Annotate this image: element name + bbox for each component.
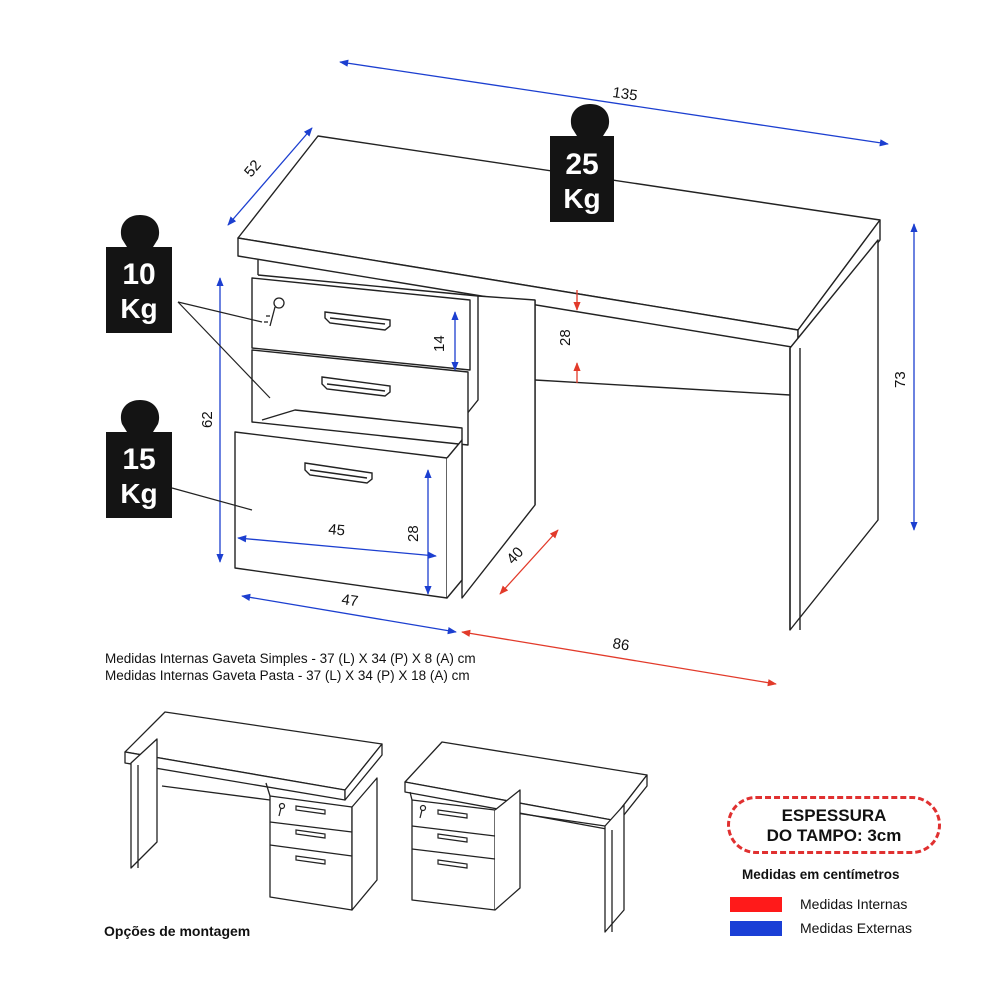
note-simple-drawer: Medidas Internas Gaveta Simples - 37 (L)… bbox=[105, 651, 476, 666]
drawer-folder bbox=[234, 431, 448, 599]
dim-depth-label: 52 bbox=[241, 157, 265, 181]
legend-internal-swatch bbox=[730, 897, 782, 912]
drawer-handles bbox=[304, 311, 391, 484]
pedestal-side bbox=[461, 295, 536, 599]
legend-external-label: Medidas Externas bbox=[800, 920, 913, 936]
dim-opening-height-label: 28 bbox=[557, 329, 574, 346]
weight-icon-drawer-upper: 10 Kg bbox=[106, 215, 172, 333]
lock-icon bbox=[264, 297, 285, 327]
dim-drawer-height-label: 14 bbox=[431, 335, 448, 352]
dim-width-line bbox=[339, 59, 889, 147]
weight-upper-value: 10 bbox=[122, 258, 155, 291]
dim-leg-span-line bbox=[461, 629, 777, 687]
dim-knee-depth-line bbox=[499, 529, 559, 595]
dim-depth-line bbox=[227, 127, 313, 226]
thickness-badge: ESPESSURA DO TAMPO: 3cm bbox=[727, 796, 941, 854]
drawer-upper bbox=[251, 277, 471, 371]
weight-lower-value: 15 bbox=[122, 443, 155, 476]
dim-folder-width-line bbox=[237, 535, 437, 559]
dim-width-label: 135 bbox=[611, 84, 638, 104]
weight-top-value: 25 bbox=[565, 148, 598, 181]
note-folder-drawer: Medidas Internas Gaveta Pasta - 37 (L) X… bbox=[105, 668, 470, 683]
dim-height-label: 73 bbox=[892, 371, 909, 388]
legend-internal-label: Medidas Internas bbox=[800, 896, 908, 912]
thickness-line2: DO TAMPO: 3cm bbox=[766, 826, 902, 845]
dim-knee-depth-label: 40 bbox=[503, 544, 527, 568]
weight-upper-unit: Kg bbox=[120, 293, 157, 324]
mounting-options-label: Opções de montagem bbox=[104, 923, 251, 939]
dim-pedestal-width-label: 47 bbox=[340, 591, 359, 610]
mounting-option-left bbox=[124, 711, 383, 911]
dim-pedestal-height-label: 62 bbox=[199, 411, 216, 428]
legend-external-swatch bbox=[730, 921, 782, 936]
drawer-folder-inner bbox=[261, 409, 463, 440]
dim-folder-height-label: 28 bbox=[405, 525, 422, 542]
weight-icon-drawer-lower: 15 Kg bbox=[106, 400, 172, 518]
weight-icon-top: 25 Kg bbox=[550, 104, 614, 222]
dim-folder-width-label: 45 bbox=[328, 521, 346, 539]
mounting-option-right bbox=[404, 741, 648, 933]
weight-leaders bbox=[171, 301, 271, 511]
units-caption: Medidas em centímetros bbox=[742, 867, 900, 882]
weight-lower-unit: Kg bbox=[120, 478, 157, 509]
weight-top-unit: Kg bbox=[563, 183, 600, 214]
dim-pedestal-width-line bbox=[241, 593, 457, 635]
dim-leg-span-label: 86 bbox=[611, 635, 630, 654]
thickness-line1: ESPESSURA bbox=[781, 806, 887, 825]
